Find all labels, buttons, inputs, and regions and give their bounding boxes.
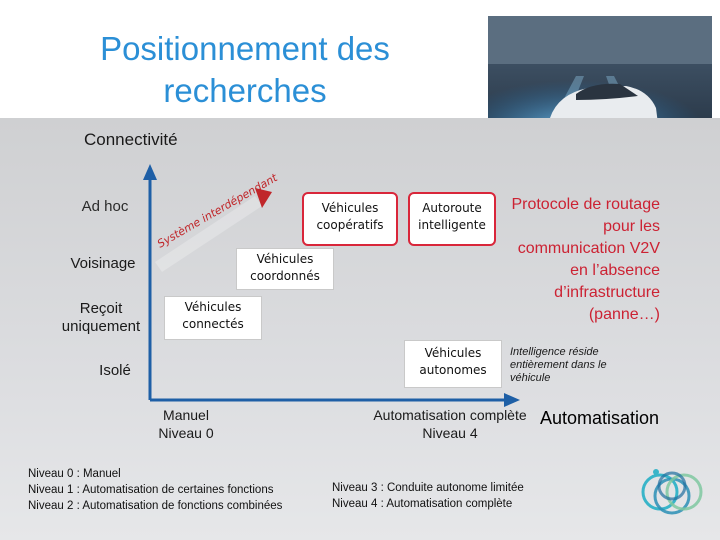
system-arrow-body	[155, 196, 262, 272]
legend-level-3: Niveau 3 : Conduite autonome limitée	[332, 482, 524, 494]
box-coordinated-vehicles: Véhicules coordonnés	[236, 248, 334, 290]
system-arrow-head	[255, 188, 272, 208]
y-level-ad-hoc: Ad hoc	[81, 198, 129, 215]
legend-level-0: Niveau 0 : Manuel	[28, 468, 121, 480]
x-end-label: Automatisation complète Niveau 4	[373, 407, 527, 441]
box-autonomous-vehicles: Véhicules autonomes	[404, 340, 502, 388]
y-axis-title: Connectivité	[84, 130, 178, 149]
legend-left: Niveau 0 : Manuel Niveau 1 : Automatisat…	[28, 466, 318, 514]
legend-level-4: Niveau 4 : Automatisation complète	[332, 498, 513, 510]
y-axis-arrowhead	[143, 164, 157, 180]
slide-title: Positionnement des recherches	[100, 30, 390, 109]
box-connected-vehicles: Véhicules connectés	[164, 296, 262, 340]
y-level-voisinage: Voisinage	[70, 255, 136, 272]
content-panel	[0, 118, 720, 540]
x-axis-title: Automatisation	[540, 408, 660, 428]
system-arrow-label: Système interdépendant	[155, 171, 280, 251]
institution-logo	[632, 462, 712, 526]
y-level-isole: Isolé	[99, 362, 131, 379]
box-smart-highway: Autoroute intelligente	[408, 192, 496, 246]
intelligence-note: Intelligence réside entièrement dans le …	[510, 346, 607, 384]
legend-level-1: Niveau 1 : Automatisation de certaines f…	[28, 484, 274, 496]
legend-right: Niveau 3 : Conduite autonome limitée Niv…	[332, 480, 582, 512]
box-cooperative-vehicles: Véhicules coopératifs	[302, 192, 398, 246]
y-level-recoit-uniquement: Reçoit uniquement	[61, 300, 141, 335]
legend-level-2: Niveau 2 : Automatisation de fonctions c…	[28, 500, 283, 512]
protocol-note: Protocole de routage pour les communicat…	[511, 196, 660, 323]
x-axis-arrowhead	[504, 393, 520, 407]
x-start-label: Manuel Niveau 0	[158, 407, 214, 441]
